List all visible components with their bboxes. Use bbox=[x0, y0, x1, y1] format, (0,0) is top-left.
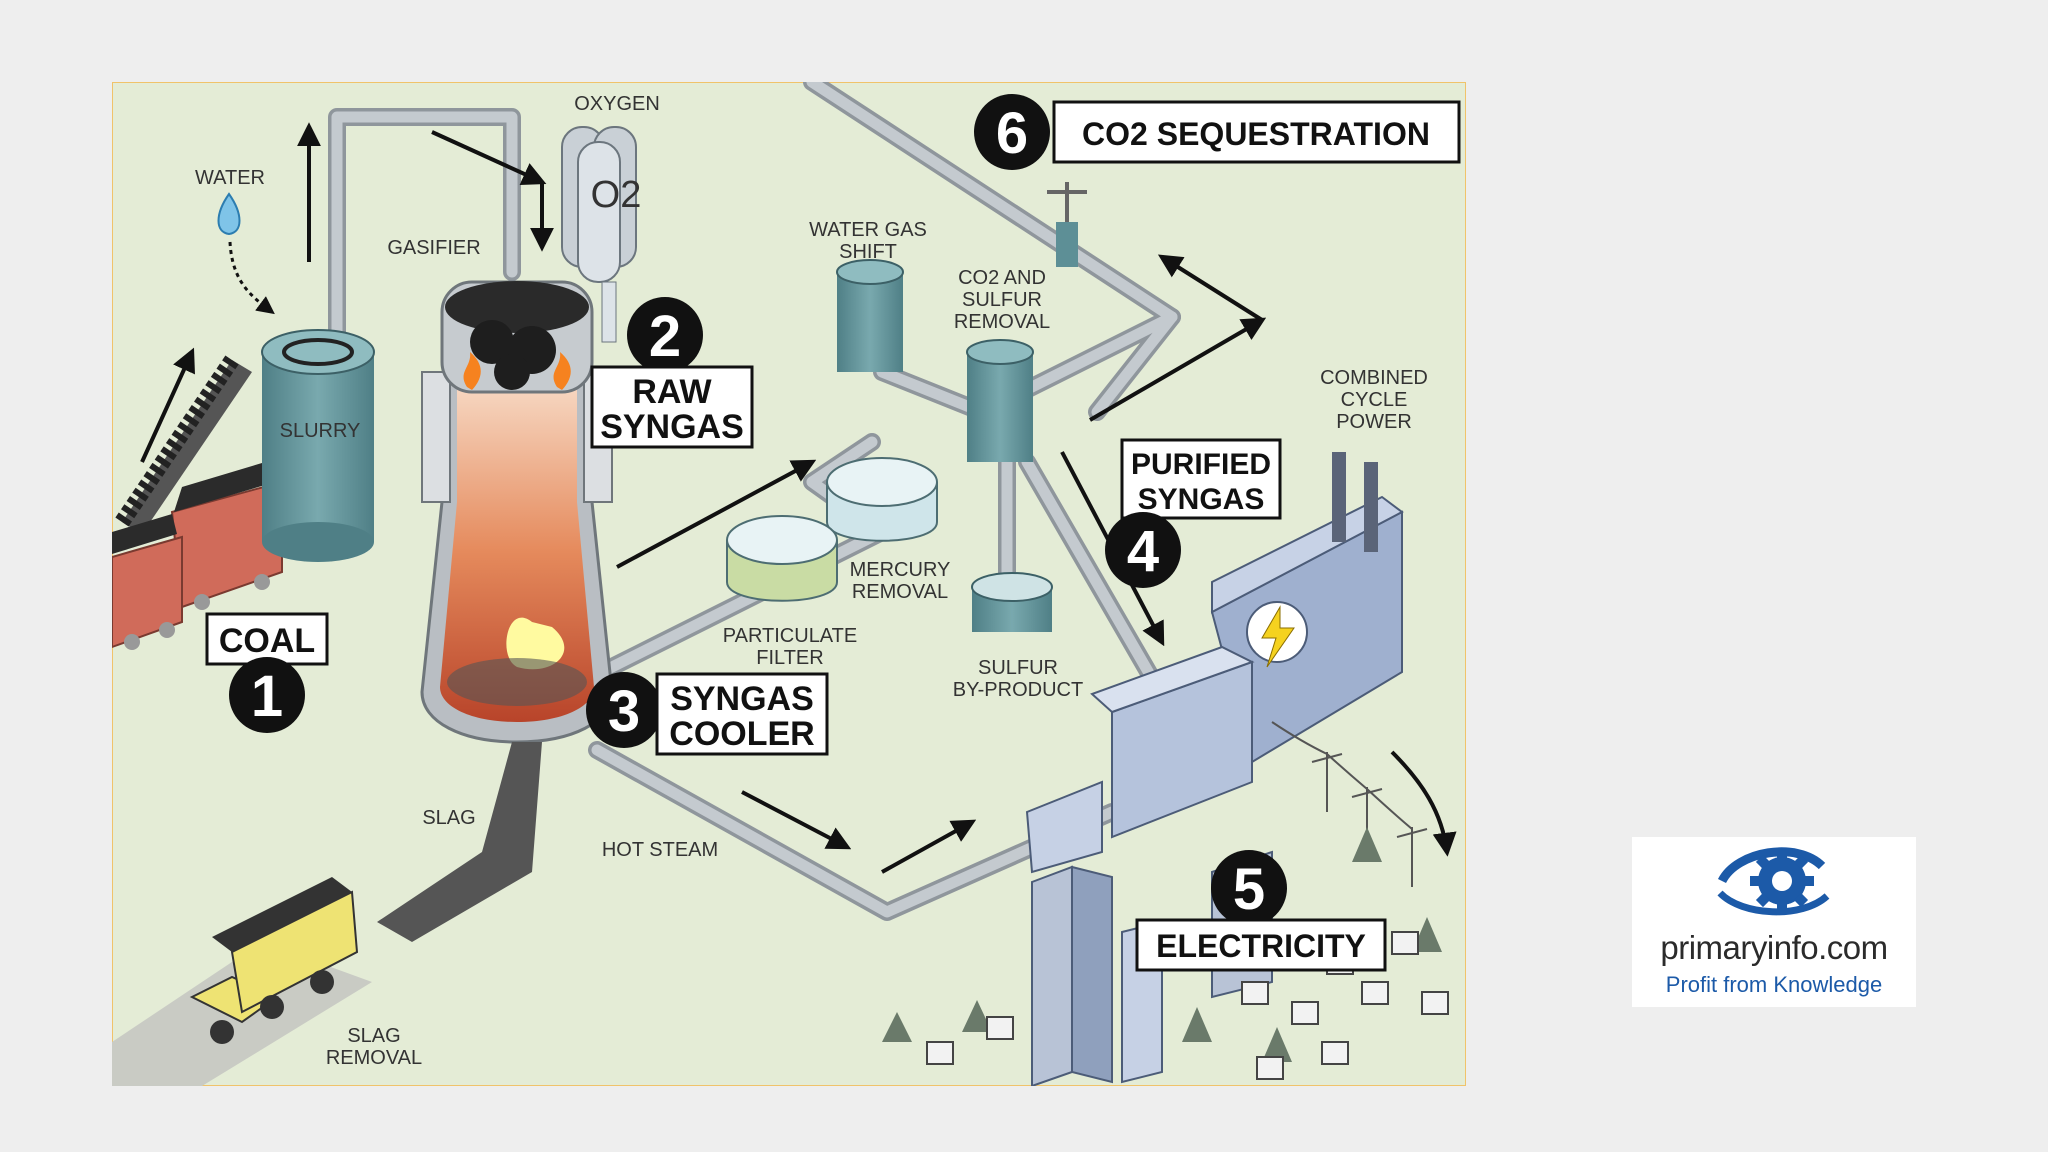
step-4-purified-syngas: PURIFIED SYNGAS 4 bbox=[1105, 438, 1282, 588]
label-o2-tank: O2 bbox=[591, 174, 642, 216]
label-slag-removal-1: SLAG bbox=[347, 1025, 400, 1047]
step-3-label-line1: SYNGAS bbox=[670, 680, 814, 718]
label-particulate-1: PARTICULATE bbox=[723, 625, 857, 647]
step-2-label-line1: RAW bbox=[632, 373, 712, 411]
label-sulfur-2: BY-PRODUCT bbox=[953, 679, 1083, 701]
step-4-number-badge bbox=[1105, 512, 1181, 588]
trees bbox=[882, 827, 1442, 1062]
step-3-number-badge bbox=[586, 672, 662, 748]
label-water-gas-shift-2: SHIFT bbox=[839, 241, 897, 263]
logo-tagline: Profit from Knowledge bbox=[1665, 972, 1883, 997]
step-3-syngas-cooler: 3 SYNGAS COOLER bbox=[586, 672, 829, 756]
step-5-number-badge bbox=[1211, 850, 1287, 926]
label-co2-sulfur-1: CO2 AND bbox=[958, 267, 1046, 289]
step-4-label-line2: SYNGAS bbox=[1138, 483, 1265, 516]
step-2-number-badge bbox=[627, 297, 703, 373]
step-6-label: CO2 SEQUESTRATION bbox=[1082, 116, 1430, 152]
step-1-number: 1 bbox=[251, 664, 283, 729]
particulate-filter bbox=[726, 515, 838, 602]
water-drop-icon bbox=[217, 192, 241, 236]
step-1-label: COAL bbox=[219, 622, 315, 660]
label-combined-3: POWER bbox=[1336, 411, 1412, 433]
sulfur-byproduct-tank bbox=[971, 572, 1053, 632]
slag-chute bbox=[377, 742, 542, 942]
label-slurry: SLURRY bbox=[280, 420, 361, 442]
coal-conveyor bbox=[115, 355, 252, 534]
label-slag: SLAG bbox=[422, 807, 475, 829]
step-3-number: 3 bbox=[608, 679, 640, 744]
coal-railcars bbox=[112, 460, 283, 650]
label-mercury-2: REMOVAL bbox=[852, 581, 948, 603]
primaryinfo-logo: primaryinfo.com Profit from Knowledge bbox=[1632, 837, 1916, 1007]
label-combined-1: COMBINED bbox=[1320, 367, 1428, 389]
igcc-process-diagram: OXYGEN O2 WATER GASIFIER SLURRY WATER GA… bbox=[112, 82, 1466, 1086]
slag-truck bbox=[189, 877, 359, 1044]
step-5-number: 5 bbox=[1233, 857, 1265, 922]
step-1-coal: COAL 1 bbox=[205, 612, 329, 733]
gasifier bbox=[420, 280, 614, 744]
label-water-gas-shift-1: WATER GAS bbox=[809, 219, 927, 241]
step-3-label-line2: COOLER bbox=[669, 715, 814, 753]
label-combined-2: CYCLE bbox=[1341, 389, 1408, 411]
co2-valve bbox=[1047, 182, 1087, 267]
step-6-number: 6 bbox=[996, 101, 1028, 166]
label-sulfur-1: SULFUR bbox=[978, 657, 1058, 679]
label-water: WATER bbox=[195, 167, 265, 189]
step-1-number-badge bbox=[229, 657, 305, 733]
step-5-electricity: 5 ELECTRICITY bbox=[1135, 850, 1387, 972]
label-co2-sulfur-2: SULFUR bbox=[962, 289, 1042, 311]
water-gas-shift-tank bbox=[836, 259, 904, 372]
step-6-number-badge bbox=[974, 94, 1050, 170]
label-gasifier: GASIFIER bbox=[387, 237, 480, 259]
label-mercury-1: MERCURY bbox=[850, 559, 951, 581]
step-5-label: ELECTRICITY bbox=[1156, 928, 1366, 964]
step-6-co2-sequestration: 6 CO2 SEQUESTRATION bbox=[974, 94, 1461, 170]
step-2-number: 2 bbox=[649, 304, 681, 369]
water-arrow bbox=[228, 241, 275, 315]
label-co2-sulfur-3: REMOVAL bbox=[954, 311, 1050, 333]
step-2-label-line2: SYNGAS bbox=[600, 408, 744, 446]
co2-sulfur-removal-tank bbox=[966, 339, 1034, 462]
step-2-raw-syngas: 2 RAW SYNGAS bbox=[590, 297, 754, 449]
label-hot-steam: HOT STEAM bbox=[602, 839, 718, 861]
oxygen-tank bbox=[561, 126, 637, 343]
power-lines bbox=[1271, 721, 1428, 887]
gear-logo-icon bbox=[1717, 847, 1830, 916]
step-4-label-line1: PURIFIED bbox=[1131, 448, 1271, 481]
label-particulate-2: FILTER bbox=[756, 647, 823, 669]
mercury-removal-unit bbox=[826, 457, 938, 542]
combined-cycle-plant bbox=[1025, 452, 1404, 874]
step-4-number: 4 bbox=[1127, 519, 1159, 584]
slurry-tank bbox=[261, 329, 375, 562]
label-oxygen: OXYGEN bbox=[574, 93, 660, 115]
logo-wordmark: primaryinfo.com bbox=[1660, 929, 1888, 966]
label-slag-removal-2: REMOVAL bbox=[326, 1047, 422, 1069]
